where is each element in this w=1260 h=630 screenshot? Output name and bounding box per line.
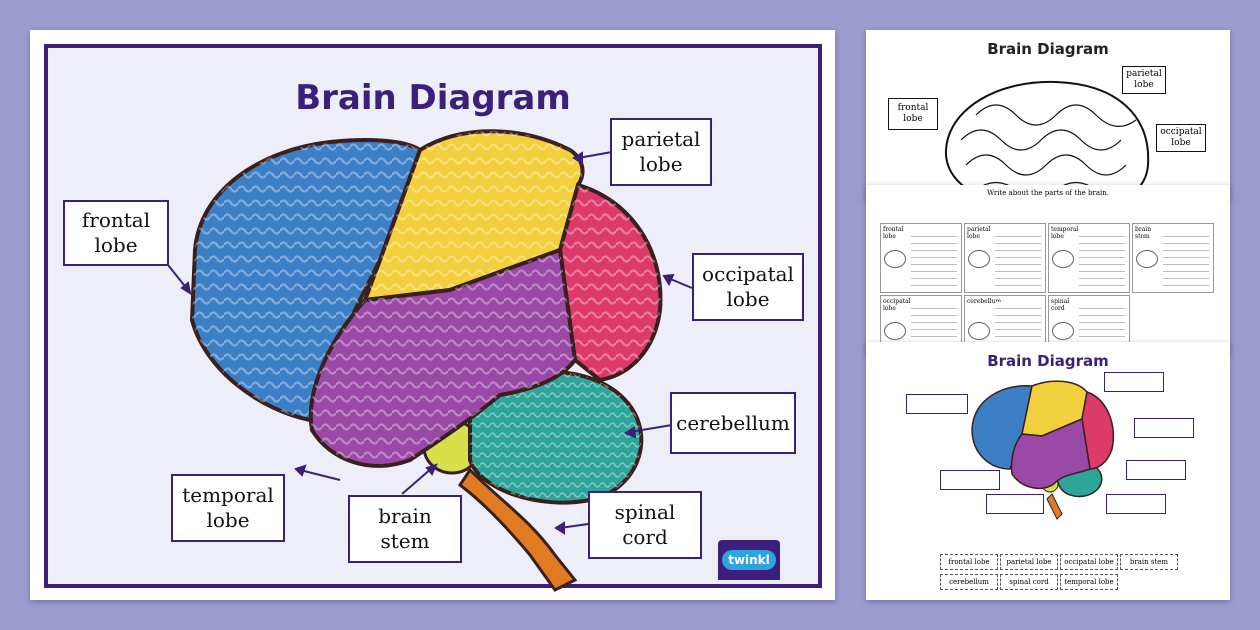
write-about-sheet: Write about the parts of the brain. fron… [866,185,1230,365]
write-cell-label-line1: temporal [1051,226,1079,233]
brain-thumbnail-icon [1052,322,1074,340]
label-occipital-lobe: occipatal lobe [692,253,804,321]
label-occipital-line1: occipatal [702,262,794,286]
outline-label-parietal: parietal lobe [1122,66,1166,94]
answer-box-cerebellum[interactable] [1126,460,1186,480]
label-parietal-lobe: parietal lobe [610,118,712,186]
write-instruction: Write about the parts of the brain. [986,189,1110,197]
word-bank-item[interactable]: cerebellum [940,574,998,590]
writing-lines[interactable] [1163,230,1209,286]
write-cell-label-line1: occipatal [883,298,911,305]
label-cerebellum: cerebellum [670,392,796,454]
outline-occipital-line2: lobe [1171,138,1191,148]
writing-lines[interactable] [995,230,1041,286]
answer-box-frontal[interactable] [906,394,968,414]
answer-box-temporal[interactable] [940,470,1000,490]
word-bank-item[interactable]: frontal lobe [940,554,998,570]
brain-thumbnail-icon [884,250,906,268]
brain-thumbnail-icon [968,250,990,268]
outline-sheet-title: Brain Diagram [987,40,1109,58]
label-spinal-cord: spinal cord [588,491,702,559]
write-cell-label-line2: lobe [1051,232,1064,240]
write-cell-label: cerebellum [967,298,1002,306]
brain-thumbnail-icon [884,322,906,340]
answer-box-brain-stem[interactable] [986,494,1044,514]
activity-brain-icon [971,380,1114,520]
label-spinal-line1: spinal [614,500,676,524]
page-title: Brain Diagram [295,78,571,118]
write-cell-label-line2: stem [1135,232,1150,240]
answer-box-spinal-cord[interactable] [1106,494,1166,514]
label-frontal-lobe: frontal lobe [63,200,169,266]
label-frontal-line1: frontal [81,208,151,232]
outline-label-frontal: frontal lobe [888,98,938,130]
outline-frontal-line1: frontal [897,103,929,114]
label-parietal-line2: lobe [639,152,683,176]
twinkl-logo: twinkl [718,540,780,580]
answer-box-occipital[interactable] [1134,418,1194,438]
write-cell-label-line1: parietal [967,226,991,233]
twinkl-logo-text: twinkl [722,550,776,570]
write-cell-label-line1: frontal [883,226,904,233]
label-cerebellum-text: cerebellum [676,410,790,435]
outline-parietal-line1: parietal [1126,69,1162,80]
label-brain-stem: brain stem [348,495,462,563]
write-cell-label-line2: lobe [883,232,896,240]
word-bank-item[interactable]: parietal lobe [1000,554,1058,570]
label-occipital-line2: lobe [726,287,770,311]
activity-sheet-title: Brain Diagram [987,352,1109,370]
label-spinal-line2: cord [622,525,668,549]
outline-diagram-sheet: Brain Diagram frontal lobe parietal lobe… [866,30,1230,210]
label-temporal-lobe: temporal lobe [171,474,285,542]
label-frontal-line2: lobe [94,233,138,257]
outline-parietal-line2: lobe [1134,80,1154,90]
brain-thumbnail-icon [968,322,990,340]
writing-lines[interactable] [911,230,957,286]
word-bank-item[interactable]: temporal lobe [1060,574,1118,590]
outline-frontal-line2: lobe [903,114,923,124]
label-brain-stem-line2: stem [380,529,430,553]
write-cell-label-line2: lobe [883,304,896,312]
write-cell-label-line1: spinal [1051,298,1070,305]
brain-thumbnail-icon [1052,250,1074,268]
write-cell-label-line2: lobe [967,232,980,240]
answer-box-parietal[interactable] [1104,372,1164,392]
label-parietal-line1: parietal [621,127,701,151]
word-bank-item[interactable]: brain stem [1120,554,1178,570]
write-cell-label-line2: cord [1051,304,1065,312]
writing-lines[interactable] [1079,230,1125,286]
outline-occipital-line1: occipatal [1160,127,1202,138]
label-temporal-line2: lobe [206,508,250,532]
write-cell-label-line1: cerebellum [967,298,1002,305]
word-bank-item[interactable]: occipatal lobe [1060,554,1118,570]
outline-label-occipital: occipatal lobe [1156,124,1206,152]
brain-thumbnail-icon [1136,250,1158,268]
write-cell-label-line1: brain [1135,226,1152,233]
label-brain-stem-line1: brain [378,504,432,528]
label-temporal-line1: temporal [182,483,274,507]
word-bank-item[interactable]: spinal cord [1000,574,1058,590]
